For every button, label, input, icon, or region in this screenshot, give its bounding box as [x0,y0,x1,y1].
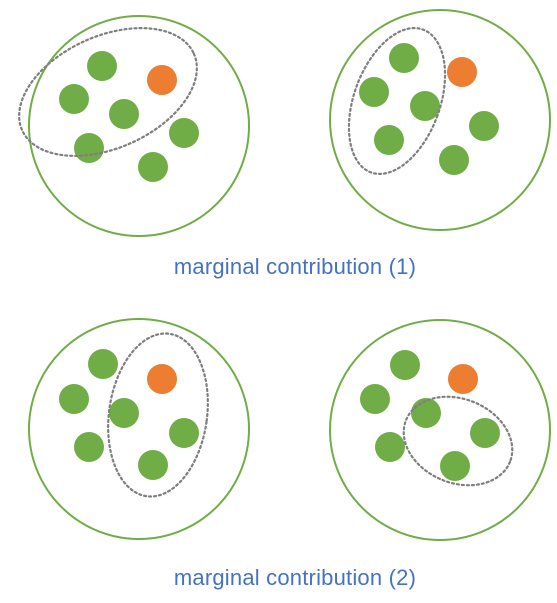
universe-circle-bottom-left [28,318,250,540]
caption-marginal-contribution-1: marginal contribution (1) [173,254,417,279]
highlighted-player-dot-bottom-left [147,364,177,394]
player-dot-bottom-left-6 [138,450,168,480]
player-dot-bottom-left-3 [109,398,139,428]
caption-marginal-contribution-2: marginal contribution (2) [173,565,417,590]
coalition-ellipse-bottom-right [402,395,514,487]
player-dot-top-left-2 [59,84,89,114]
player-dot-top-left-1 [87,51,117,81]
universe-circle-top-left [28,15,250,237]
player-dot-top-left-6 [138,152,168,182]
universe-circle-top-right [329,9,551,231]
player-dot-top-right-4 [374,125,404,155]
player-dot-top-right-5 [469,111,499,141]
coalition-ellipse-bottom-left [107,332,209,498]
player-dot-top-left-3 [109,99,139,129]
player-dot-top-right-1 [389,43,419,73]
universe-circle-bottom-right [329,319,551,541]
player-dot-bottom-left-2 [59,384,89,414]
highlighted-player-dot-top-left [147,65,177,95]
highlighted-player-dot-top-right [447,57,477,87]
player-dot-bottom-right-4 [375,432,405,462]
player-dot-top-right-6 [439,145,469,175]
player-dot-bottom-right-6 [440,451,470,481]
coalition-ellipse-top-right [347,26,447,176]
player-dot-bottom-right-3 [411,398,441,428]
player-dot-bottom-left-5 [169,418,199,448]
player-dot-bottom-right-1 [390,350,420,380]
player-dot-bottom-right-2 [360,384,390,414]
coalition-ellipse-top-left [18,27,198,157]
player-dot-top-right-2 [359,77,389,107]
player-dot-top-right-3 [410,91,440,121]
player-dot-top-left-5 [169,118,199,148]
player-dot-bottom-left-4 [74,432,104,462]
highlighted-player-dot-bottom-right [448,364,478,394]
player-dot-top-left-4 [74,133,104,163]
player-dot-bottom-right-5 [470,418,500,448]
player-dot-bottom-left-1 [88,349,118,379]
